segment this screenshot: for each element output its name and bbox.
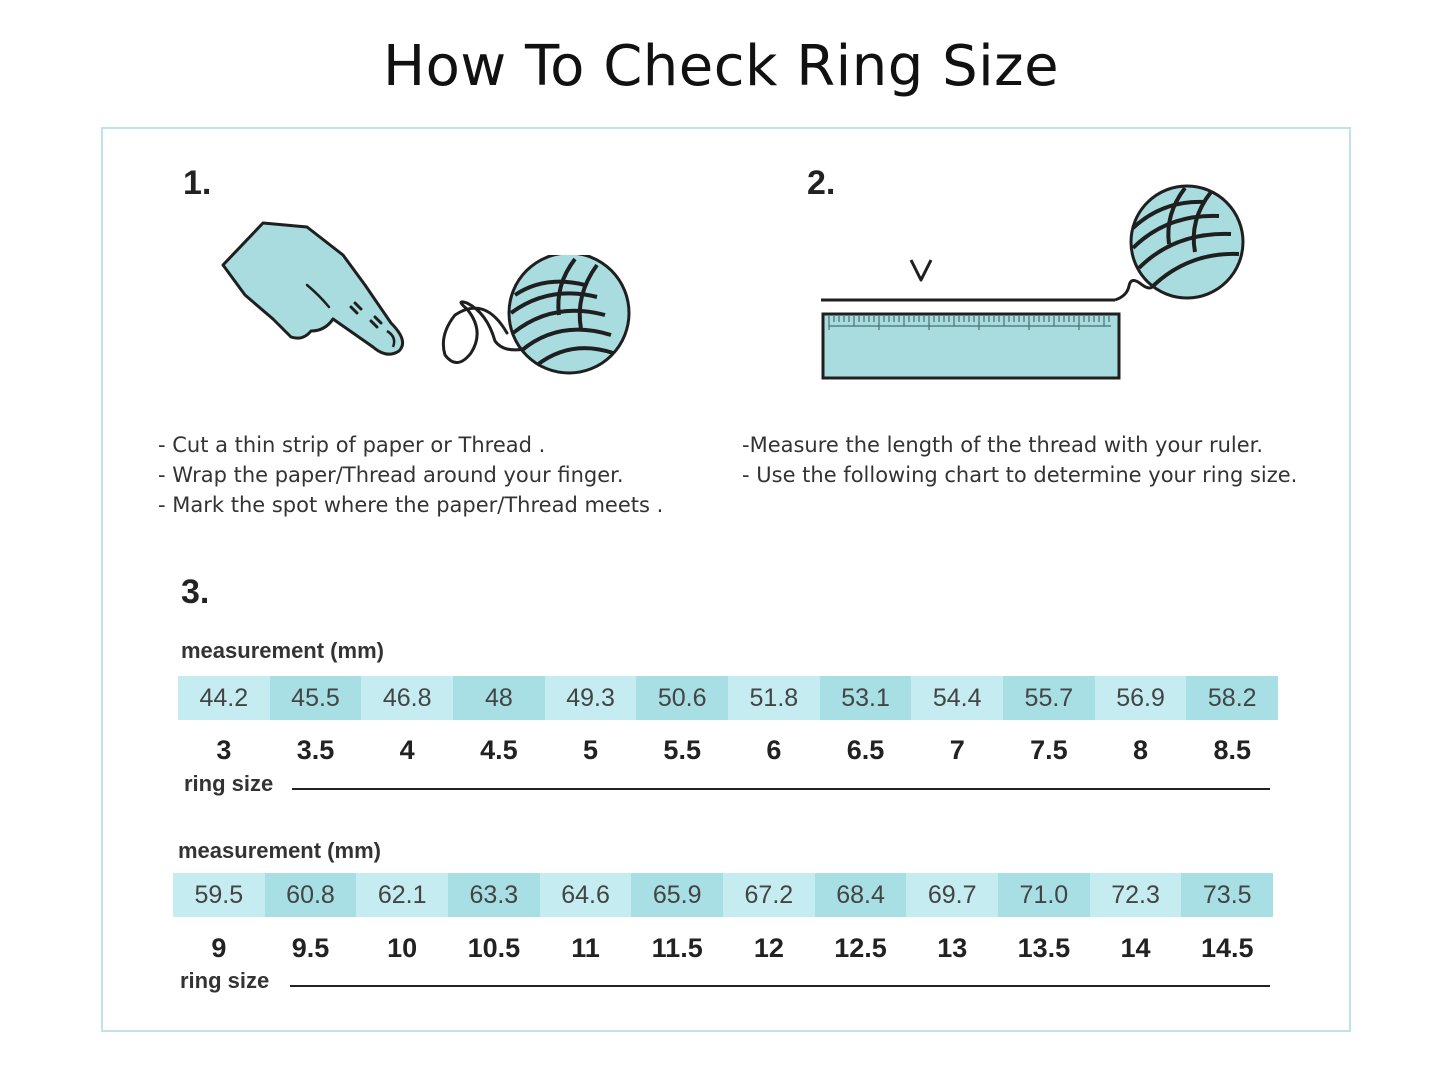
ring-size-cell: 9.5 bbox=[291, 932, 330, 963]
measurement-cell: 49.3 bbox=[544, 676, 637, 720]
ring-size-row-1: 3 3.5 4 4.5 5 5.5 6 6.5 7 7.5 8 8.5 bbox=[178, 730, 1278, 770]
ring-size-cell: 5 bbox=[583, 734, 599, 765]
ring-size-cell: 11.5 bbox=[651, 932, 703, 963]
measurement-cell: 50.6 bbox=[636, 676, 729, 720]
ring-size-cell: 13 bbox=[937, 932, 968, 963]
ring-size-label: ring size bbox=[180, 968, 270, 993]
measurement-cell: 67.2 bbox=[723, 873, 815, 917]
instruction-item: - Wrap the paper/Thread around your fing… bbox=[158, 463, 624, 487]
ring-size-cell: 11 bbox=[571, 932, 600, 963]
instruction-item: - Cut a thin strip of paper or Thread . bbox=[158, 433, 546, 457]
measurement-label: measurement (mm) bbox=[178, 838, 381, 863]
thread-ball-icon bbox=[441, 255, 631, 375]
measurement-cell: 48 bbox=[453, 676, 545, 720]
ring-size-cell: 4.5 bbox=[480, 734, 518, 765]
divider-line bbox=[290, 985, 1270, 987]
step-3-number: 3. bbox=[181, 573, 210, 611]
measurement-cell: 44.2 bbox=[178, 676, 270, 720]
measurement-cell: 56.9 bbox=[1094, 676, 1187, 720]
measurement-cell: 58.2 bbox=[1186, 676, 1279, 720]
ring-size-label: ring size bbox=[184, 771, 274, 796]
measurement-cell: 68.4 bbox=[814, 873, 907, 917]
instruction-item: - Use the following chart to determine y… bbox=[742, 463, 1298, 487]
ring-size-cell: 12.5 bbox=[834, 932, 887, 963]
page-title: How To Check Ring Size bbox=[382, 34, 1060, 99]
ring-size-cell: 8 bbox=[1133, 734, 1149, 765]
ring-size-cell: 12 bbox=[753, 932, 784, 963]
instruction-item: - Mark the spot where the paper/Thread m… bbox=[158, 493, 664, 517]
ring-size-cell: 3.5 bbox=[296, 734, 335, 765]
divider-line bbox=[292, 788, 1270, 790]
pointing-hand-illustration bbox=[221, 221, 405, 356]
measurement-cell: 59.5 bbox=[173, 873, 265, 917]
measurement-cell: 69.7 bbox=[906, 873, 999, 917]
ring-size-cell: 3 bbox=[216, 734, 232, 765]
ring-size-cell: 14.5 bbox=[1200, 932, 1254, 963]
ring-size-cell: 6 bbox=[766, 734, 782, 765]
measurement-cell: 71.0 bbox=[998, 873, 1090, 917]
measurement-cell: 73.5 bbox=[1181, 873, 1274, 917]
measurement-cell: 54.4 bbox=[911, 676, 1004, 720]
ring-size-cell: 9 bbox=[211, 932, 227, 963]
measurement-label: measurement (mm) bbox=[181, 638, 384, 663]
measurement-cell: 55.7 bbox=[1003, 676, 1095, 720]
ring-size-cell: 10.5 bbox=[467, 932, 521, 963]
ring-size-cell: 7 bbox=[949, 734, 965, 765]
ring-size-cell: 14 bbox=[1120, 932, 1151, 963]
ring-size-cell: 13.5 bbox=[1017, 932, 1071, 963]
ring-size-row-2: 9 9.5 10 10.5 11 11.5 12 12.5 13 13.5 14 14.5 bbox=[173, 928, 1273, 968]
ring-size-cell: 10 bbox=[387, 932, 418, 963]
measurement-cell: 51.8 bbox=[728, 676, 820, 720]
ring-size-cell: 5.5 bbox=[663, 734, 701, 765]
measurement-cell: 72.3 bbox=[1089, 873, 1182, 917]
measurement-cell: 53.1 bbox=[819, 676, 912, 720]
measurement-cell: 65.9 bbox=[631, 873, 724, 917]
measurement-cell: 64.6 bbox=[539, 873, 632, 917]
measurement-cell: 63.3 bbox=[448, 873, 540, 917]
measurement-cell: 60.8 bbox=[264, 873, 357, 917]
ring-size-cell: 8.5 bbox=[1213, 734, 1251, 765]
step-1-number: 1. bbox=[183, 164, 212, 202]
ring-size-cell: 6.5 bbox=[846, 734, 885, 765]
ring-size-cell: 7.5 bbox=[1030, 734, 1068, 765]
ruler-thread-illustration bbox=[821, 184, 1245, 380]
measurement-cell: 45.5 bbox=[269, 676, 362, 720]
step-2-instructions: -Measure the length of the thread with y… bbox=[742, 430, 1297, 490]
measurement-cell: 62.1 bbox=[356, 873, 449, 917]
step-2-number: 2. bbox=[807, 164, 836, 202]
measurement-cell: 46.8 bbox=[361, 676, 454, 720]
instruction-item: -Measure the length of the thread with y… bbox=[742, 433, 1264, 457]
step-1-instructions: - Cut a thin strip of paper or Thread . … bbox=[158, 430, 663, 520]
ring-size-cell: 4 bbox=[399, 734, 415, 765]
